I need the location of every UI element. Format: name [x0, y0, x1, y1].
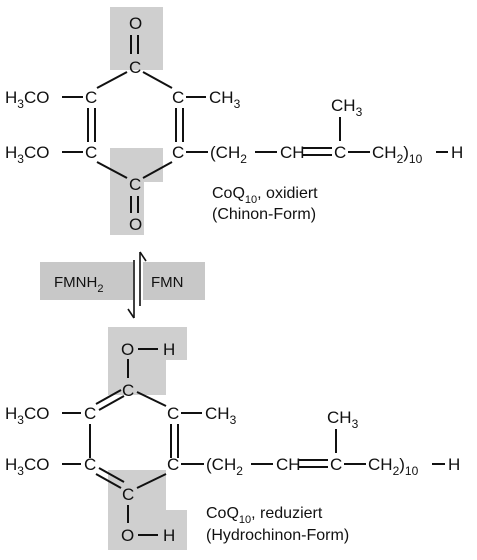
oxidized-atom-c-lower-left: C [85, 143, 97, 162]
reduced-chain-close: CH2)10 [368, 455, 419, 478]
reduction-arrow-head [127, 308, 135, 319]
oxidized-methoxy-1-label: H3CO [5, 88, 49, 111]
oxidized-chain-branch-c: C [334, 143, 346, 162]
oxidized-caption-line-2: (Chinon-Form) [212, 206, 316, 223]
reduced-atom-c-lower-left: C [84, 455, 96, 474]
reduced-atom-c-bottom: C [122, 485, 134, 504]
oxidation-arrow-head [139, 251, 147, 262]
oxidized-atom-c-upper-left: C [85, 88, 97, 107]
reduced-methoxy-2-label: H3CO [5, 455, 49, 478]
oxidized-atom-o-bottom: O [129, 215, 142, 234]
reduced-bottom-hydroxyl-highlight [108, 470, 187, 550]
reduced-chain-repeat: 10 [405, 464, 419, 478]
oxidized-chain-open: (CH2 [210, 143, 247, 166]
oxidized-atom-c-bottom: C [129, 175, 141, 194]
fmn-box [143, 262, 205, 300]
oxidized-atom-o-top: O [129, 14, 142, 33]
redox-equilibrium: FMNH2 FMN [40, 251, 205, 319]
oxidized-bottom-carbonyl-highlight [110, 148, 163, 235]
oxidized-chain-end-h: H [451, 143, 463, 162]
reduced-atom-c-upper-right: C [167, 404, 179, 423]
reduced-atom-c-lower-right: C [167, 455, 179, 474]
oxidized-top-carbonyl-highlight [110, 7, 163, 70]
reduced-atom-h-bottom: H [163, 526, 175, 545]
fmn-label: FMN [151, 274, 184, 291]
reduced-atom-c-upper-left: C [84, 404, 96, 423]
reduced-caption-line-2: (Hydrochinon-Form) [206, 527, 349, 544]
reduced-branch-methyl-label: CH3 [327, 408, 359, 431]
reduced-atom-o-top: O [121, 340, 134, 359]
oxidized-methoxy-2-label: H3CO [5, 143, 49, 166]
reduced-chain-branch-c: C [330, 455, 342, 474]
reduced-top-hydroxyl-highlight [108, 327, 187, 395]
oxidized-branch-methyl-label: CH3 [331, 96, 363, 119]
reduced-chain-ch: CH [276, 455, 301, 474]
oxidized-chain-repeat: 10 [409, 152, 423, 166]
oxidized-atom-c-top: C [129, 58, 141, 77]
reduced-methoxy-1-label: H3CO [5, 404, 49, 427]
oxidized-caption-line-1: CoQ10, oxidiert [212, 185, 318, 206]
oxidized-atom-c-upper-right: C [172, 88, 184, 107]
oxidized-methoxy-1-rest: CO [24, 88, 50, 107]
reduced-caption-line-1: CoQ10, reduziert [206, 505, 323, 526]
oxidized-methyl-label: CH3 [209, 88, 241, 111]
oxidized-atom-c-lower-right: C [172, 143, 184, 162]
oxidized-structure: O C H3CO C C CH3 H3CO C C C O (CH2 CH C [5, 7, 463, 235]
fmnh2-box [40, 262, 133, 300]
reduced-atom-h-top: H [163, 340, 175, 359]
reduced-atom-o-bottom: O [121, 526, 134, 545]
reduced-methyl-label: CH3 [205, 404, 237, 427]
fmnh2-label: FMNH2 [54, 274, 103, 295]
reduced-chain-open: (CH2 [206, 455, 243, 478]
oxidized-chain-close: CH2)10 [372, 143, 423, 166]
reduced-atom-c-top: C [122, 381, 134, 400]
reduced-structure: O H C H3CO C C CH3 H3CO C C C O H (CH2 C… [5, 327, 460, 550]
reduced-chain-end-h: H [448, 455, 460, 474]
oxidized-chain-ch: CH [280, 143, 305, 162]
